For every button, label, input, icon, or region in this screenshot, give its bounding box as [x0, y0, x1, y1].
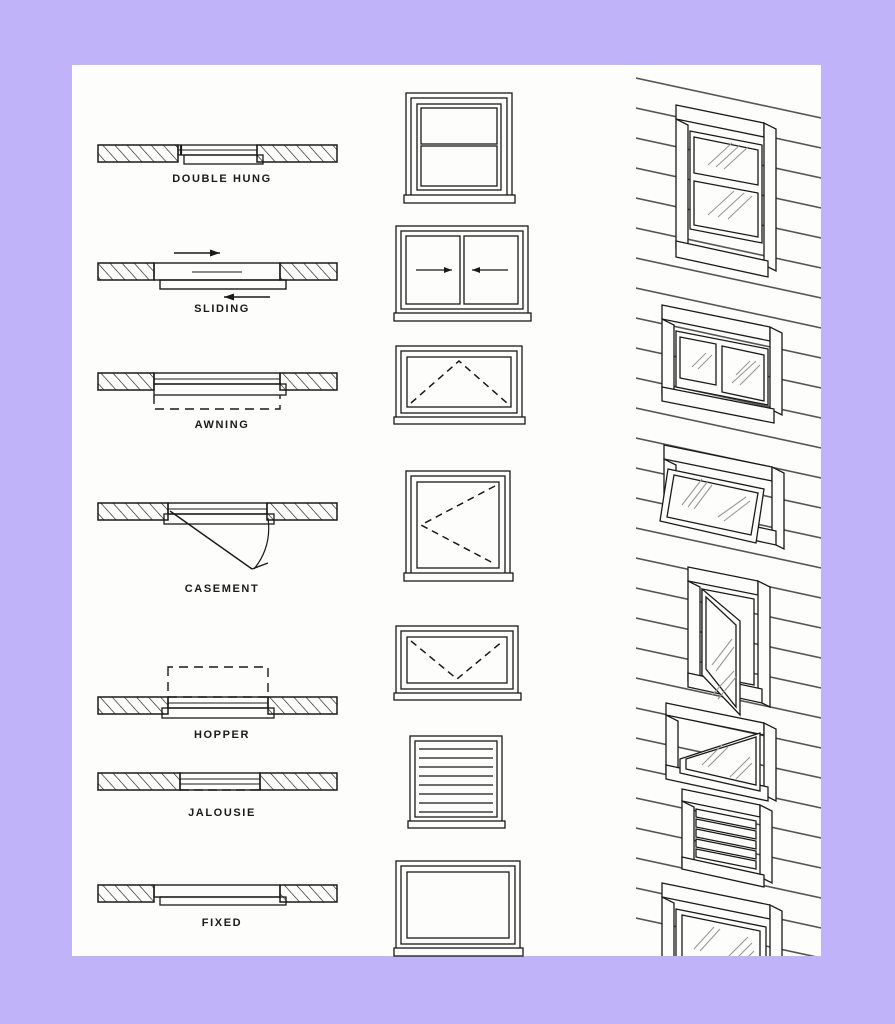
plan-symbol-column: DOUBLE HUNG [72, 65, 372, 956]
slide-arrow-left [472, 267, 508, 273]
glass-highlight [701, 744, 753, 780]
plan-label: FIXED [201, 917, 243, 929]
louver-sash-symbol [179, 772, 261, 791]
louver-slats [419, 748, 493, 813]
plan-sliding: SLIDING [72, 235, 372, 315]
slide-arrow-left [224, 293, 270, 301]
projected-sash-symbol [153, 372, 287, 396]
swing-leaf-and-arc [169, 510, 270, 570]
pictorial-awning [659, 444, 785, 551]
sash-symbol [161, 696, 275, 719]
sash-symbol [177, 144, 264, 165]
glass-highlight [691, 352, 761, 386]
louver-slats [695, 808, 757, 870]
pictorial-column [636, 65, 821, 956]
elevation-column [372, 65, 642, 957]
plan-label: HOPPER [193, 729, 251, 741]
wall-siding-panel [636, 77, 821, 956]
plan-hopper: HOPPER [72, 653, 372, 743]
drawing-sheet: DOUBLE HUNG [72, 65, 821, 957]
elevation-hopper [372, 620, 642, 720]
pictorial-casement [687, 566, 771, 717]
glass-highlight [693, 926, 755, 956]
glass-highlight [681, 478, 751, 522]
plan-fixed: FIXED [72, 865, 372, 935]
glass-highlight [711, 638, 737, 700]
glass-highlight [707, 142, 753, 220]
wall-hatch [97, 772, 338, 791]
plan-casement: CASEMENT [72, 485, 372, 595]
slide-arrow-right [174, 249, 220, 257]
elevation-awning [372, 340, 642, 440]
pictorial-jalousie [681, 788, 773, 888]
pictorial-double-hung [675, 104, 777, 278]
fixed-sash-symbol [153, 884, 287, 906]
swing-indicator-apex-up [410, 360, 508, 404]
pictorial-hopper [665, 702, 777, 803]
wall-hatch [97, 144, 338, 163]
wall-hatch [97, 696, 338, 715]
wall-hatch [97, 884, 338, 903]
elevation-jalousie [372, 730, 642, 840]
plan-label: DOUBLE HUNG [172, 173, 272, 185]
plan-double-hung: DOUBLE HUNG [72, 125, 372, 185]
slide-arrow-right [416, 267, 452, 273]
plan-label: JALOUSIE [188, 807, 256, 819]
pictorial-fixed [661, 882, 783, 956]
elevation-double-hung [372, 87, 642, 217]
swing-dashed-outline [153, 395, 281, 410]
bypass-sash-symbol [153, 262, 287, 290]
plan-awning: AWNING [72, 355, 372, 435]
plan-label: CASEMENT [184, 583, 260, 595]
elevation-sliding [372, 220, 642, 330]
swing-indicator-apex-left [419, 485, 496, 565]
wall-hatch [97, 502, 338, 521]
wall-hatch [97, 372, 338, 391]
pictorial-sliding [661, 304, 783, 424]
swing-indicator-apex-down [410, 640, 504, 680]
elevation-casement [372, 465, 642, 595]
plan-jalousie: JALOUSIE [72, 755, 372, 825]
elevation-fixed [372, 855, 642, 965]
swing-dashed-outline [167, 666, 269, 698]
plan-label: AWNING [194, 419, 250, 431]
plan-label: SLIDING [194, 303, 250, 315]
sash-symbol [163, 502, 275, 525]
